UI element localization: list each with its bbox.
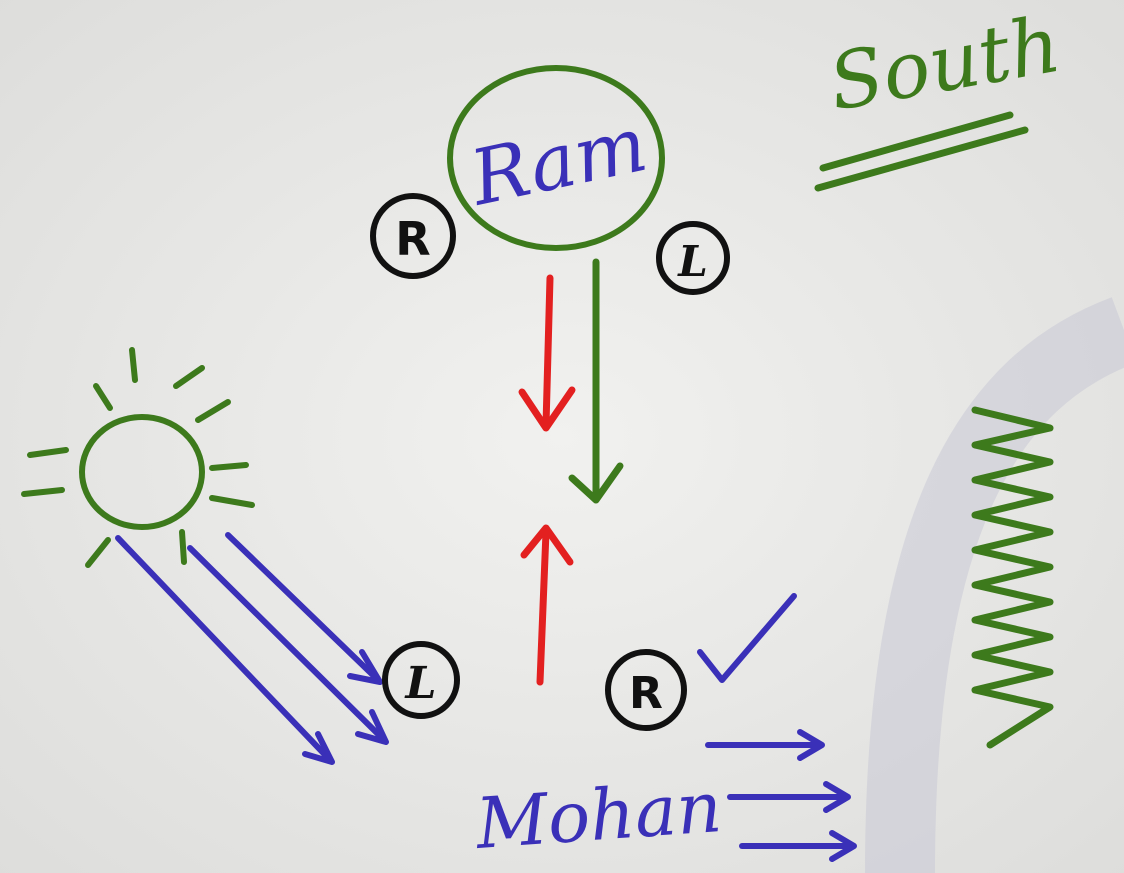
ram-right-marker-circle: [370, 193, 456, 279]
mohan-red-arrow: [536, 528, 550, 686]
zigzag-icon: [971, 406, 1054, 749]
ram-green-arrow-head: [568, 462, 624, 504]
watermark-arc: [865, 297, 1124, 873]
mohan-left-marker-circle: [382, 641, 460, 719]
mohan-right-marker-circle: [605, 649, 687, 731]
ram-left-marker-circle: [656, 221, 730, 295]
mohan-red-arrow-head: [520, 524, 574, 566]
ram-red-arrow: [542, 274, 554, 429]
direction-arrows: [705, 729, 857, 862]
sunlight-rays: [115, 532, 389, 765]
direction-underline: [819, 111, 1014, 172]
check-icon: [697, 593, 797, 683]
mohan-left-marker: L: [404, 658, 437, 709]
person-label-mohan: Mohan: [471, 766, 724, 865]
ram-right-marker: R: [395, 212, 430, 266]
mohan-right-marker: R: [629, 668, 663, 719]
direction-underline-2: [814, 126, 1029, 192]
ram-circle: [447, 65, 665, 251]
ram-left-marker: L: [677, 237, 708, 286]
ram-red-arrow-head: [518, 386, 576, 432]
sun-icon: [21, 347, 255, 568]
